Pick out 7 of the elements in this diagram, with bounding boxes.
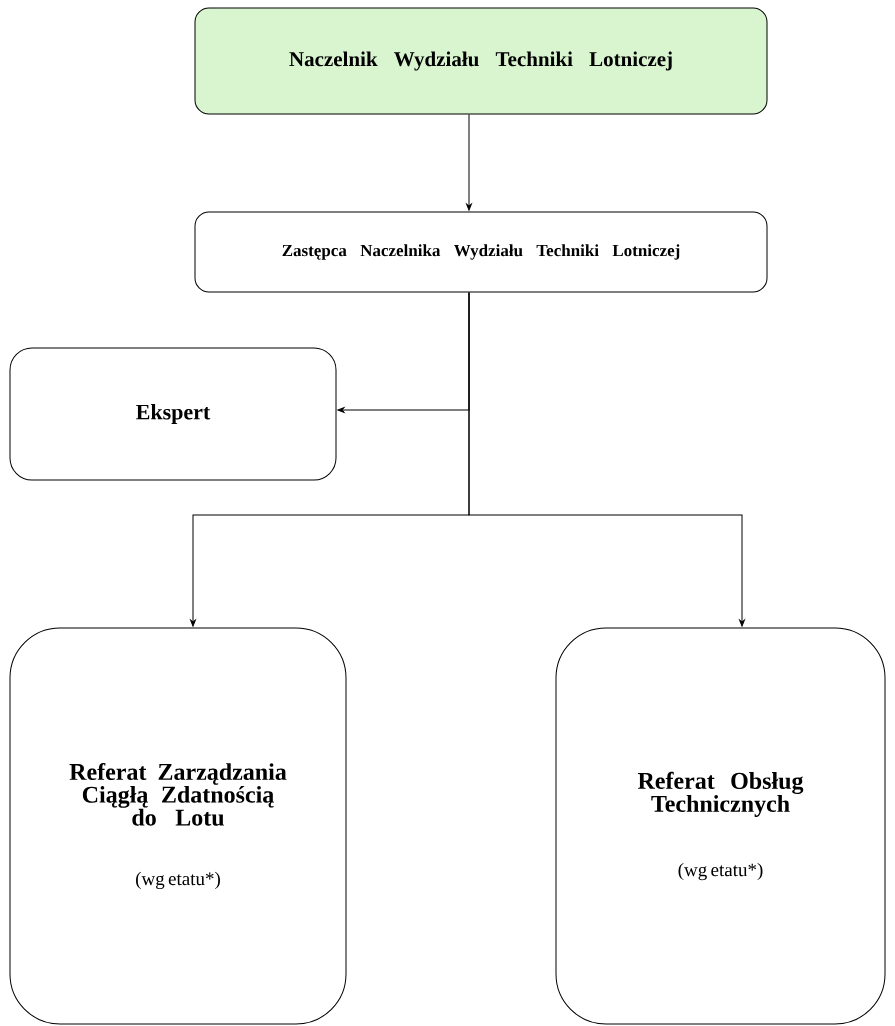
arrow [466, 114, 472, 211]
process-box: Referat Zarządzania Ciągłą Zdatnością do Lotu (wg etatu*) [9, 627, 347, 1025]
arrow [468, 292, 745, 627]
process-box: Referat Obsług Technicznych (wg etatu*) [555, 627, 886, 1025]
process-box: Zastępca Naczelnika Wydziału Techniki Lotniczej [194, 211, 768, 293]
process-box: Ekspert [9, 347, 337, 481]
process-box: Naczelnik Wydziału Techniki Lotniczej [194, 7, 768, 115]
